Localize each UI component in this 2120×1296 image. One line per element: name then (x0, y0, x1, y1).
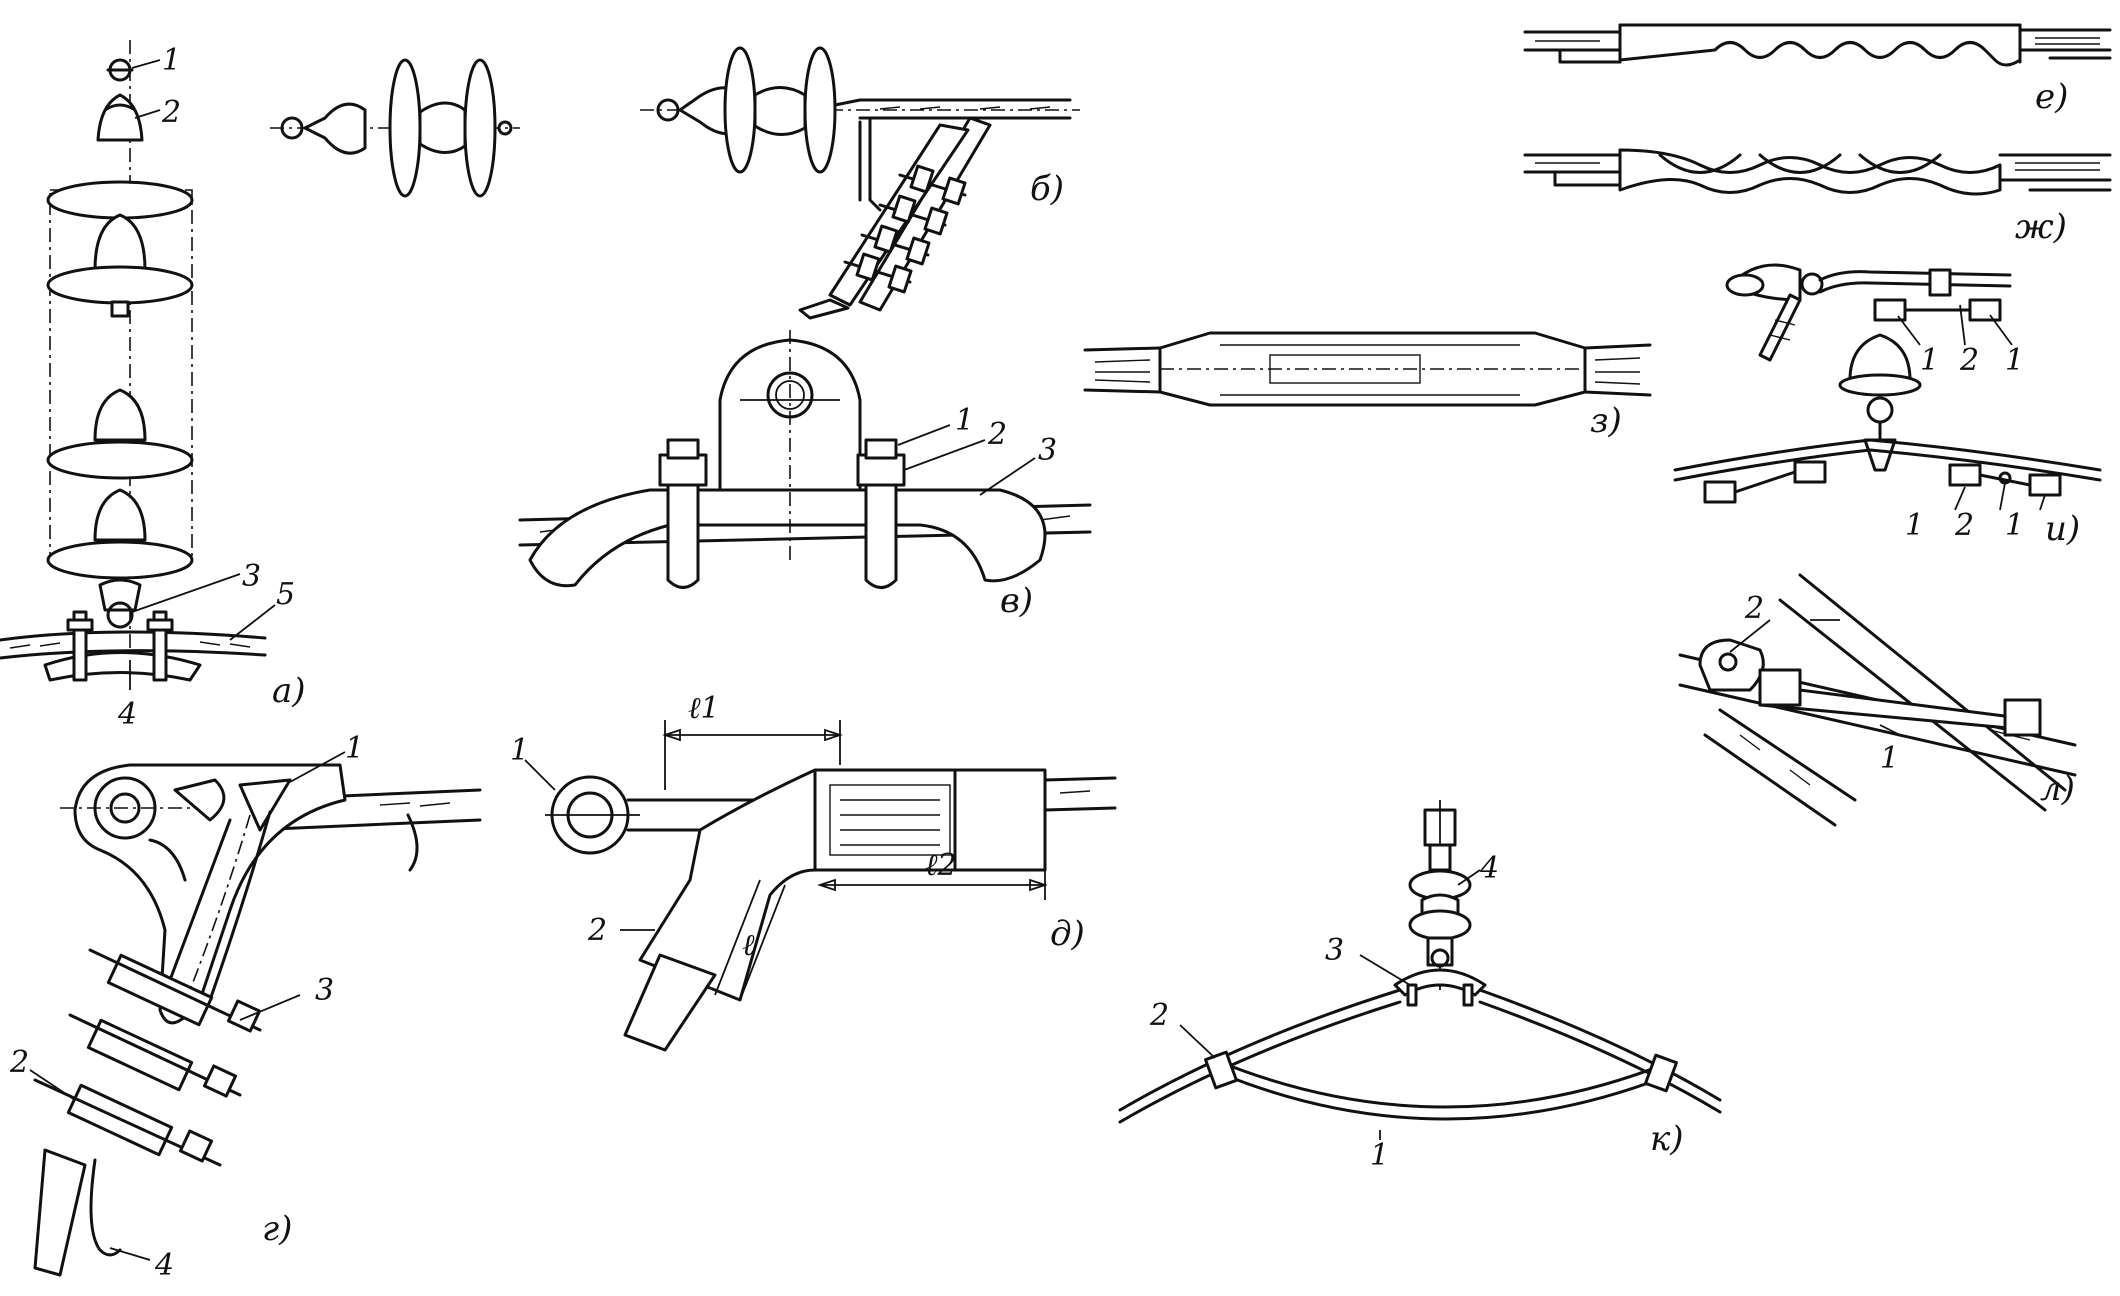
panel-e-caption: е) (2035, 77, 2068, 117)
panel-zh-twisted-connector (1523, 148, 2112, 196)
horizontal-insulator-small (270, 58, 520, 198)
panel-v-label-1: 1 (955, 403, 974, 438)
panel-g-label-4: 4 (154, 1248, 174, 1283)
panel-k-label-3: 3 (1325, 933, 1344, 968)
panel-a-insulator-string (0, 40, 276, 690)
panel-g-bolted-clamp (29, 751, 482, 1277)
panel-d-label-1: 1 (510, 733, 529, 768)
panel-a-caption: а) (272, 671, 306, 711)
panel-zh-caption: ж) (2015, 207, 2067, 247)
panel-l-label-2: 2 (1744, 591, 1764, 626)
panel-k-jumper-loop (1118, 800, 1722, 1140)
panel-a-label-1: 1 (162, 43, 181, 78)
panel-v-suspension-clamp (518, 330, 1092, 589)
panel-d-compression-terminal (524, 720, 1117, 1052)
panel-g-caption: г) (262, 1209, 292, 1249)
panel-i-label-bottom-1a: 1 (1905, 508, 1924, 543)
panel-i-label-bottom-2: 2 (1954, 508, 1974, 543)
panel-k-label-4: 4 (1479, 851, 1499, 886)
panel-g-label-1: 1 (345, 731, 364, 766)
panel-d-caption: д) (1050, 914, 1085, 954)
panel-z-joint-sleeve (1083, 331, 1652, 407)
panel-a-label-3: 3 (242, 559, 261, 594)
panel-k-label-1: 1 (1370, 1138, 1389, 1173)
panel-i-label-top-1a: 1 (1920, 343, 1939, 378)
panel-b-caption: б) (1030, 169, 1064, 209)
panel-d-dim-l: ℓ (742, 928, 755, 963)
panel-d-dim-l1: ℓ1 (688, 691, 720, 726)
panel-i-label-bottom-1b: 1 (2005, 508, 2024, 543)
panel-b-strain-insulator (640, 46, 1080, 320)
panel-v-label-3: 3 (1038, 433, 1057, 468)
panel-l-crossing-clamp (1678, 573, 2077, 827)
panel-i-label-top-2: 2 (1959, 343, 1979, 378)
panel-e-oval-connector (1523, 23, 2112, 67)
panel-d-label-2: 2 (587, 913, 607, 948)
panel-a-label-2: 2 (161, 95, 181, 130)
panel-d-dim-l2: ℓ2 (925, 848, 957, 883)
panel-v-label-2: 2 (987, 417, 1007, 452)
panel-g-label-3: 3 (315, 973, 334, 1008)
panel-k-caption: к) (1650, 1119, 1684, 1159)
panel-i-caption: и) (2045, 509, 2080, 549)
panel-l-caption: л) (2040, 769, 2075, 809)
panel-k-label-2: 2 (1149, 998, 1169, 1033)
panel-i-label-top-1b: 1 (2005, 343, 2024, 378)
panel-a-label-4: 4 (117, 697, 137, 732)
panel-a-label-5: 5 (276, 577, 295, 612)
panel-v-caption: в) (1000, 581, 1033, 621)
panel-l-label-1: 1 (1880, 741, 1899, 776)
panel-i-damper-assembly (1673, 263, 2102, 511)
panel-g-label-2: 2 (9, 1045, 29, 1080)
panel-z-caption: з) (1590, 401, 1622, 441)
